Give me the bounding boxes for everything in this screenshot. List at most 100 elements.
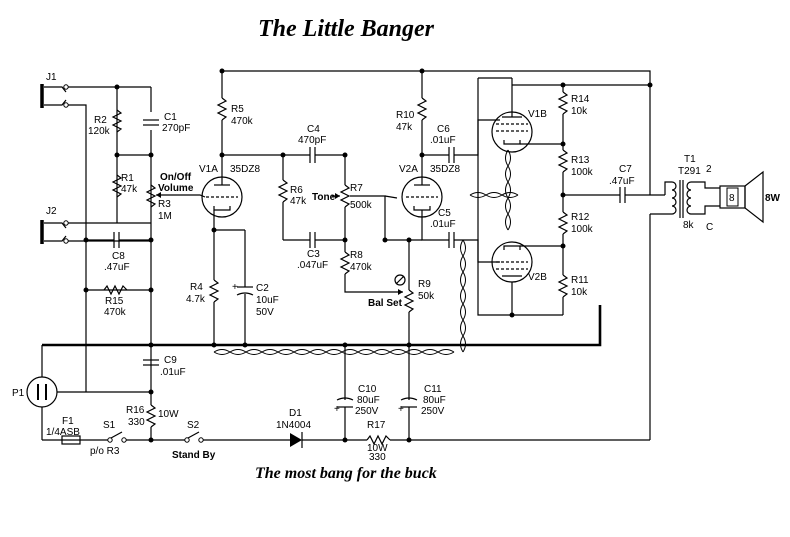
r8-value: 470k (350, 262, 373, 273)
r11-value: 10k (571, 287, 588, 298)
p1-label: P1 (12, 388, 25, 399)
bal-set-label: Bal Set (368, 298, 403, 309)
c2-capacitor (236, 286, 254, 345)
c3-value: .047uF (297, 260, 328, 271)
c2-voltage: 50V (256, 307, 274, 318)
r10-label: R10 (396, 110, 415, 121)
speaker-impedance: 8 (729, 193, 735, 204)
jack-j2 (40, 220, 69, 244)
r16-resistor (145, 404, 157, 428)
r3-volume-label: Volume (158, 183, 194, 194)
c9-capacitor (143, 359, 159, 366)
v2b-tube (491, 241, 533, 283)
t1-type: T291 (678, 166, 701, 177)
v1b-label: V1B (528, 109, 547, 120)
t1-impedance: 8k (683, 220, 695, 231)
r5-label: R5 (231, 104, 244, 115)
r17-label: R17 (367, 420, 386, 431)
j1-label: J1 (46, 72, 57, 83)
junction-dots (83, 68, 653, 443)
c8-value: .47uF (104, 262, 130, 273)
c10-voltage: 250V (355, 406, 379, 417)
r5-resistor (216, 97, 228, 121)
r8-resistor (339, 251, 351, 275)
r1-resistor (111, 174, 123, 198)
d1-label: D1 (289, 408, 302, 419)
f1-label: F1 (62, 416, 74, 427)
r10-resistor (416, 97, 428, 121)
r9-adjust-icon (394, 274, 406, 286)
c3-capacitor (309, 232, 316, 248)
r17-value: 330 (369, 452, 386, 463)
v2a-type: 35DZ8 (430, 164, 460, 175)
ground-bus (42, 305, 602, 347)
v1a-type: 35DZ8 (230, 164, 260, 175)
r7-value: 500k (350, 200, 373, 211)
c8-label: C8 (112, 251, 125, 262)
jack-j1 (40, 84, 69, 108)
c4-value: 470pF (298, 135, 326, 146)
r3-onoff-label: On/Off (160, 172, 192, 183)
v1a-tube (201, 172, 243, 230)
s1-power-switch (107, 431, 127, 443)
c7-capacitor (619, 187, 626, 203)
t1-pin-2: 2 (706, 164, 712, 175)
s1-label: S1 (103, 420, 116, 431)
r11-label: R11 (571, 275, 589, 286)
c6-value: .01uF (430, 135, 456, 146)
r9-bal-set-pot (403, 289, 415, 313)
t1-label: T1 (684, 154, 696, 165)
r5-value: 470k (231, 116, 254, 127)
r2-value: 120k (88, 126, 111, 137)
standby-label: Stand By (172, 450, 216, 461)
r13-value: 100k (571, 167, 594, 178)
c2-value: 10uF (256, 295, 279, 306)
r11-resistor (557, 274, 569, 298)
r13-resistor (557, 149, 569, 173)
v2a-label: V2A (399, 164, 418, 175)
j2-label: J2 (46, 206, 57, 217)
r9-label: R9 (418, 279, 431, 290)
c5-label: C5 (438, 208, 451, 219)
v1b-tube (491, 85, 533, 153)
r14-label: R14 (571, 94, 590, 105)
speaker-wattage: 8W (765, 193, 781, 204)
plug-p1 (26, 345, 86, 440)
c11-label: C11 (424, 384, 442, 395)
v2b-label: V2B (528, 272, 547, 283)
t1-output-transformer (650, 180, 720, 218)
r8-label: R8 (350, 250, 363, 261)
r10-value: 47k (396, 122, 413, 133)
c10-value: 80uF (357, 395, 380, 406)
c9-label: C9 (164, 355, 177, 366)
r4-resistor (208, 279, 220, 303)
c5-value: .01uF (430, 219, 456, 230)
heater-twisted-wires (213, 149, 519, 355)
t1-pin-c: C (706, 222, 713, 233)
r2-resistor (111, 109, 123, 133)
b-plus-rail (222, 70, 651, 195)
tone-label: Tone (312, 192, 336, 203)
r6-resistor (277, 179, 289, 203)
r1-label: R1 (121, 173, 134, 184)
c4-label: C4 (307, 124, 320, 135)
c7-value: .47uF (609, 176, 635, 187)
c4-capacitor (309, 147, 316, 163)
schematic-subtitle: The most bang for the buck (255, 465, 437, 482)
r12-value: 100k (571, 224, 594, 235)
r12-label: R12 (571, 212, 590, 223)
c10-plus: + (334, 404, 340, 415)
r15-value: 470k (104, 307, 127, 318)
c3-label: C3 (307, 249, 320, 260)
r17-wattage: 10W (367, 443, 388, 454)
s2-label: S2 (187, 420, 200, 431)
c6-capacitor (448, 147, 455, 163)
schematic-title: The Little Banger (258, 16, 435, 42)
s2-standby-switch (184, 431, 204, 443)
c6-label: C6 (437, 124, 450, 135)
f1-value: 1/4ASB (46, 427, 80, 438)
c2-label: C2 (256, 283, 269, 294)
r9-value: 50k (418, 291, 435, 302)
